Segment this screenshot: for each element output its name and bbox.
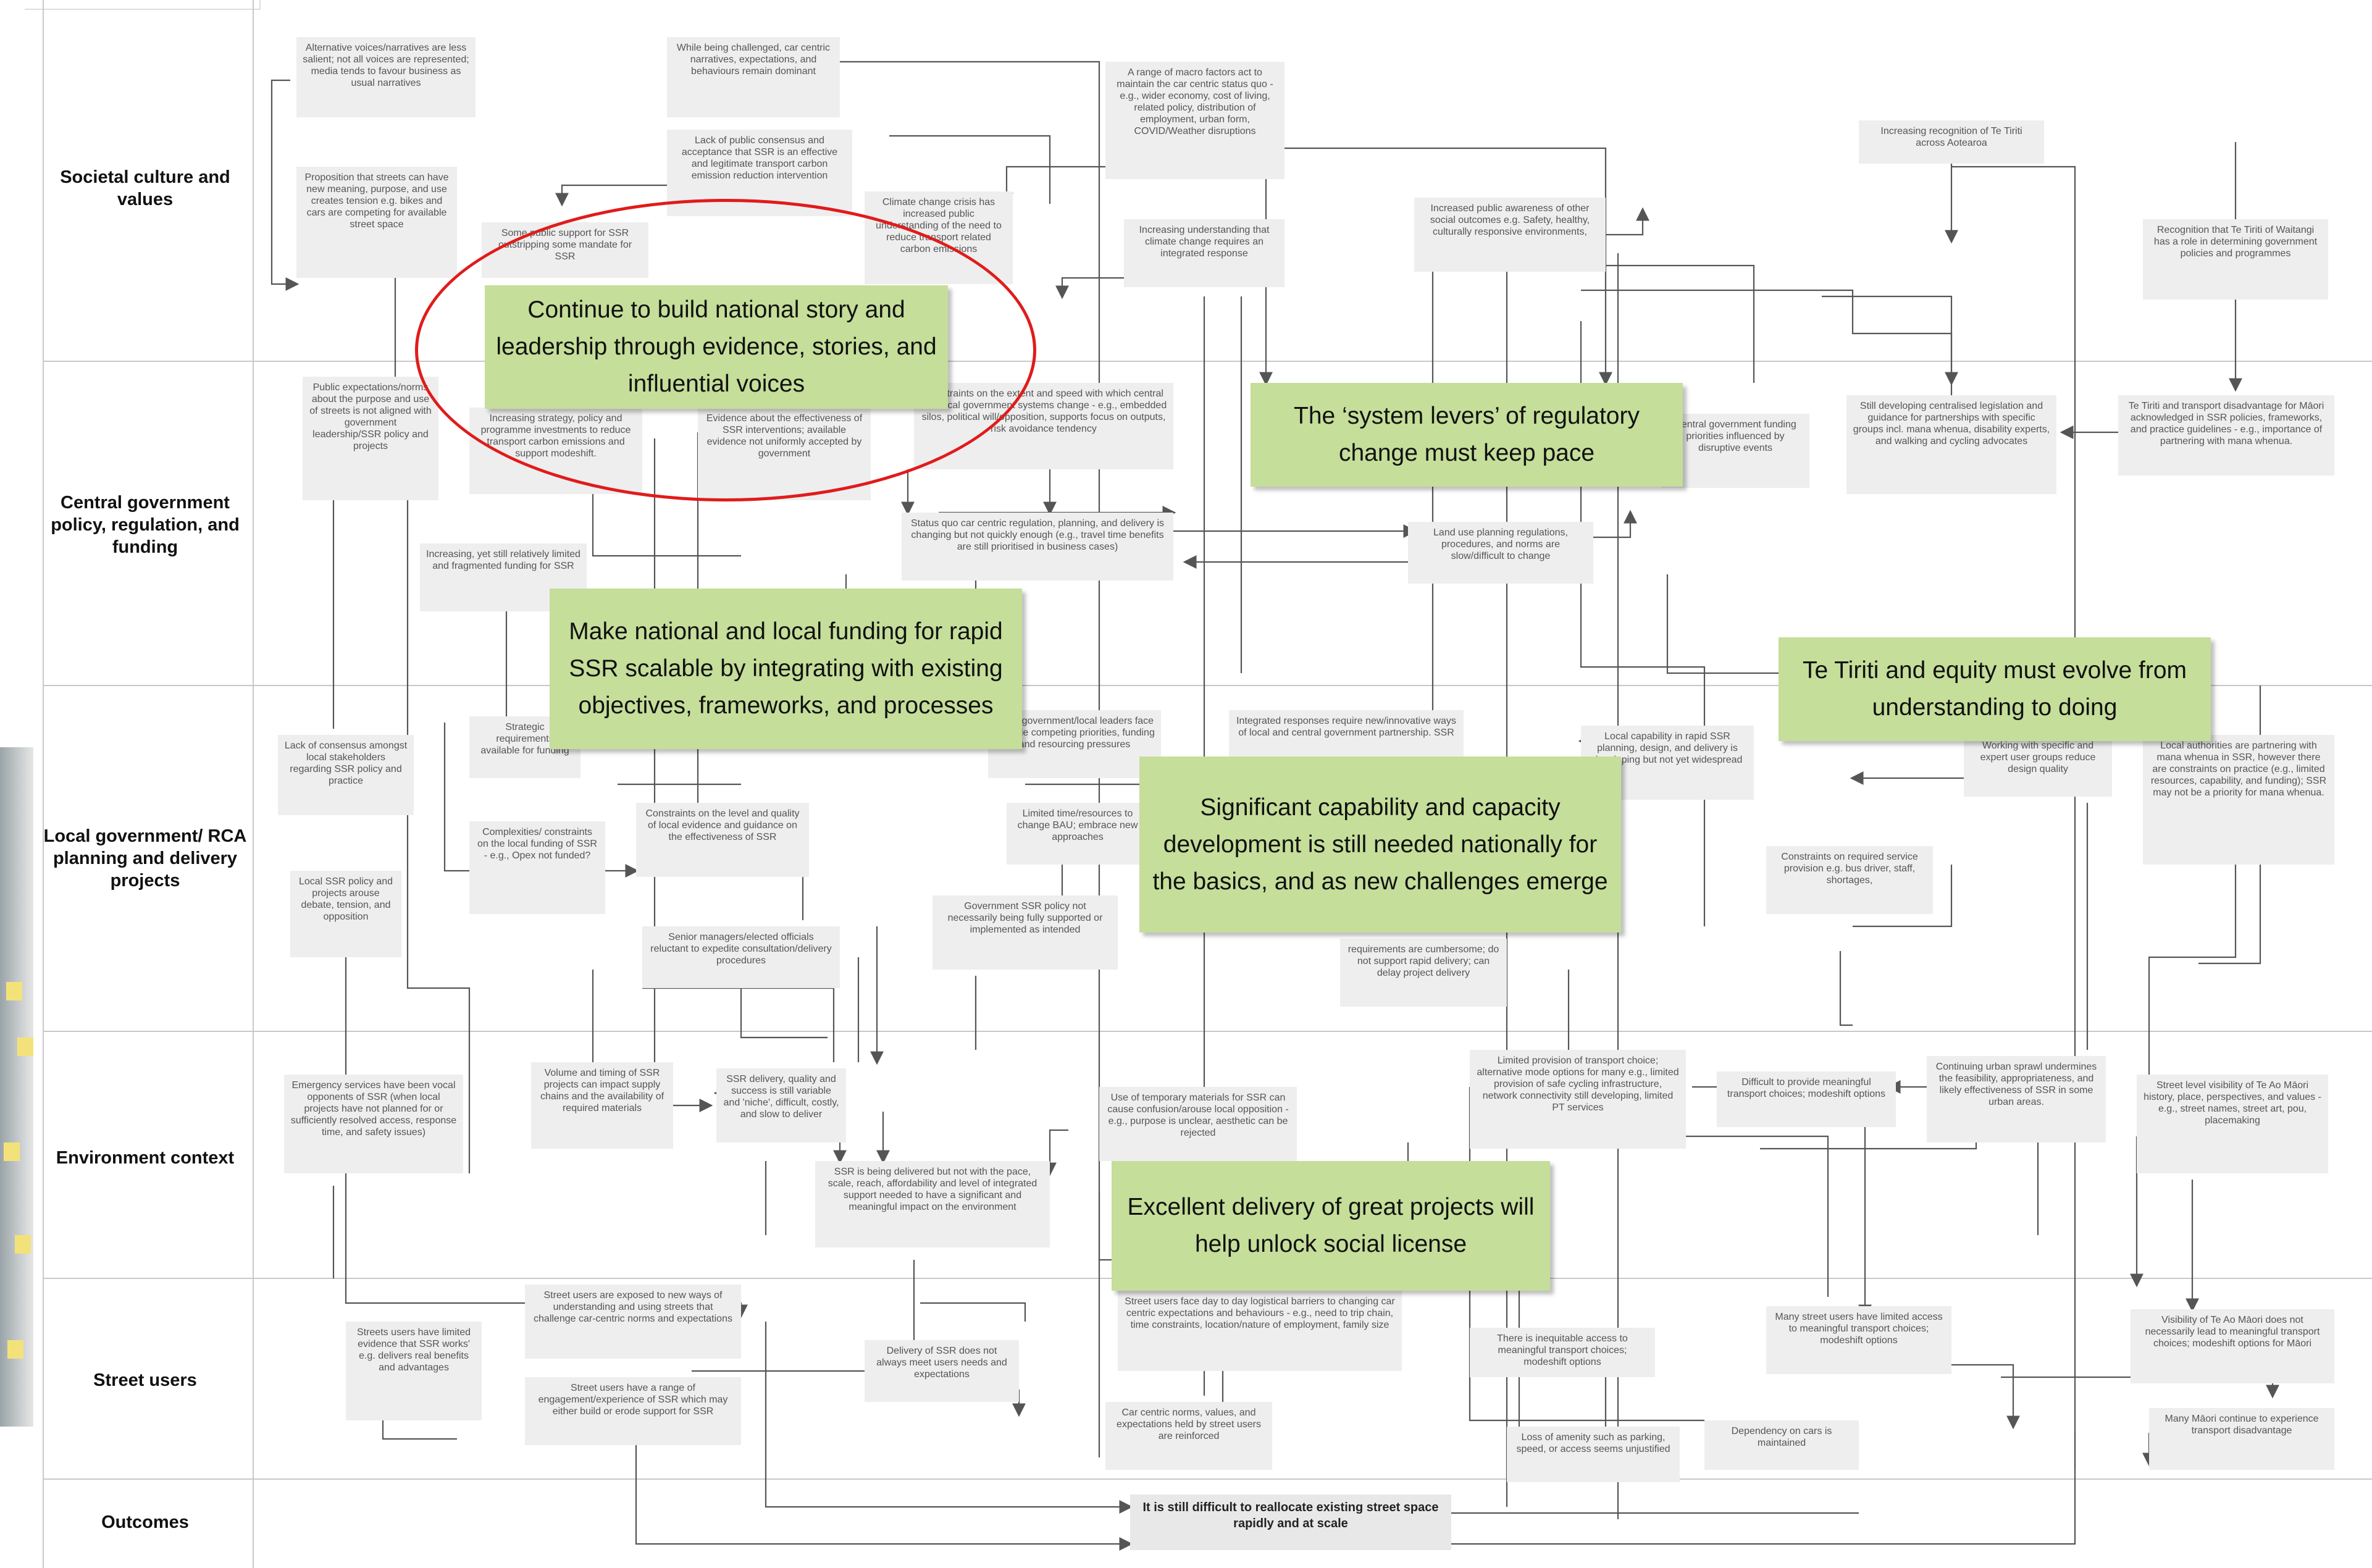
node-temporary-materials: Use of temporary materials for SSR can c… [1099, 1087, 1297, 1161]
node-ssr-delivery-variable: SSR delivery, quality and success is sti… [716, 1068, 846, 1142]
node-status-quo: Status quo car centric regulation, plann… [902, 513, 1173, 581]
node-gov-funding-priorities: Central government funding priorities in… [1661, 414, 1809, 488]
node-loss-amenity: Loss of amenity such as parking, speed, … [1507, 1427, 1680, 1482]
node-inequitable-access: There is inequitable access to meaningfu… [1470, 1328, 1655, 1377]
callout-te-tiriti-equity: Te Tiriti and equity must evolve from un… [1779, 637, 2211, 741]
node-street-visibility: Street level visibility of Te Ao Māori h… [2137, 1075, 2328, 1173]
sticky-note [6, 982, 22, 1000]
node-public-awareness: Increased public awareness of other soci… [1414, 198, 1606, 272]
node-waitangi-role: Recognition that Te Tiriti of Waitangi h… [2143, 219, 2328, 300]
highlight-ellipse [415, 199, 1036, 501]
node-car-norms-reinforced: Car centric norms, values, and expectati… [1105, 1402, 1272, 1470]
node-delivery-not-meet: Delivery of SSR does not always meet use… [865, 1340, 1019, 1402]
callout-funding-scalable: Make national and local funding for rapi… [550, 589, 1022, 749]
node-car-narratives: While being challenged, car centric narr… [667, 37, 840, 117]
node-requirements-cumbersome: requirements are cumbersome; do not supp… [1340, 939, 1507, 1007]
node-logistical-barriers: Street users face day to day logistical … [1118, 1291, 1402, 1371]
sticky-note [17, 1038, 33, 1056]
node-range-experience: Street users have a range of engagement/… [525, 1377, 741, 1445]
node-difficult-provide: Difficult to provide meaningful transpor… [1717, 1071, 1896, 1127]
sticky-note [4, 1142, 20, 1161]
node-climate-understanding: Increasing understanding that climate ch… [1124, 219, 1284, 287]
callout-system-levers: The ‘system levers’ of regulatory change… [1251, 383, 1683, 487]
node-emergency-services: Emergency services have been vocal oppon… [284, 1075, 463, 1173]
node-complexities-funding: Complexities/ constraints on the local f… [469, 821, 605, 914]
node-constraints-evidence: Constraints on the level and quality of … [636, 803, 809, 877]
node-tiriti-disadvantage: Te Tiriti and transport disadvantage for… [2118, 395, 2334, 476]
node-outcome: It is still difficult to reallocate exis… [1130, 1495, 1451, 1550]
node-urban-sprawl: Continuing urban sprawl undermines the f… [1927, 1056, 2106, 1142]
node-limited-evidence-users: Streets users have limited evidence that… [346, 1322, 482, 1420]
node-macro-factors: A range of macro factors act to maintain… [1105, 62, 1284, 179]
node-senior-managers: Senior managers/elected officials reluct… [642, 926, 840, 988]
node-land-use: Land use planning regulations, procedure… [1408, 522, 1593, 584]
node-not-pace-scale: SSR is being delivered but not with the … [815, 1161, 1050, 1247]
callout-excellent-delivery: Excellent delivery of great projects wil… [1112, 1161, 1550, 1291]
row-label-central-gov: Central government policy, regulation, a… [51, 493, 240, 557]
background-photo-edge [0, 747, 33, 1427]
node-te-tiriti-recognition: Increasing recognition of Te Tiriti acro… [1859, 120, 2044, 164]
row-label-environment: Environment context [56, 1148, 235, 1168]
node-centralised-legislation: Still developing centralised legislation… [1846, 395, 2056, 494]
node-car-dependency: Dependency on cars is maintained [1704, 1420, 1859, 1470]
node-many-users-limited: Many street users have limited access to… [1766, 1306, 1951, 1374]
callout-national-story: Continue to build national story and lea… [485, 285, 948, 409]
callout-capability: Significant capability and capacity deve… [1139, 757, 1621, 933]
sticky-note [7, 1340, 23, 1359]
node-alt-voices: Alternative voices/narratives are less s… [296, 37, 476, 117]
node-local-policy-debate: Local SSR policy and projects arouse deb… [290, 871, 401, 957]
node-maori-disadvantage: Many Māori continue to experience transp… [2149, 1408, 2334, 1470]
node-integrated-responses: Integrated responses require new/innovat… [1229, 710, 1464, 760]
node-proposition-streets: Proposition that streets can have new me… [296, 167, 457, 278]
node-public-expectations: Public expectations/norms about the purp… [303, 377, 438, 500]
node-limited-time: Limited time/resources to change BAU; em… [1007, 803, 1149, 865]
node-service-provision: Constraints on required service provisio… [1766, 846, 1933, 914]
row-label-outcomes: Outcomes [101, 1512, 189, 1532]
node-lack-consensus-local: Lack of consensus amongst local stakehol… [278, 735, 414, 815]
row-label-local-gov: Local government/ RCA planning and deliv… [43, 826, 247, 891]
node-local-partnering: Local authorities are partnering with ma… [2143, 735, 2334, 865]
row-label-societal: Societal culture and values [60, 167, 230, 209]
node-gov-policy-not-supported: Government SSR policy not necessarily be… [932, 895, 1118, 970]
node-working-groups: Working with specific and expert user gr… [1964, 735, 2112, 797]
node-volume-timing: Volume and timing of SSR projects can im… [531, 1062, 673, 1149]
node-exposed-new-ways: Street users are exposed to new ways of … [525, 1285, 741, 1359]
node-limited-transport-choice: Limited provision of transport choice; a… [1470, 1050, 1686, 1149]
top-frame-edge [25, 0, 261, 10]
node-visibility-maori: Visibility of Te Ao Māori does not neces… [2131, 1309, 2334, 1383]
row-label-street-users: Street users [93, 1370, 197, 1390]
sticky-note [15, 1235, 31, 1254]
